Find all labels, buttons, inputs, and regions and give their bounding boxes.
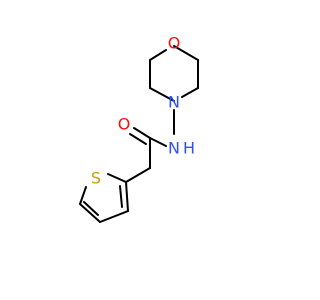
molecule-canvas: O N N H O S	[79, 33, 199, 223]
morpholine-oxygen-label: O	[168, 34, 181, 53]
amide-nitrogen-label: N	[168, 139, 180, 158]
amide-hydrogen-label: H	[183, 139, 195, 158]
thiophene-sulfur-label: S	[91, 169, 101, 188]
molecule-structure: O N N H O S	[79, 34, 199, 223]
atom-label-layer: O N N H O S	[91, 34, 195, 188]
bond-thio-c4-c5	[79, 203, 101, 223]
bond-thio-c3-c4	[99, 210, 129, 223]
bond-o-c1	[173, 45, 199, 61]
carbonyl-oxygen-label: O	[118, 115, 131, 134]
bond-thio-c5-s	[79, 186, 87, 205]
bond-c2-n	[181, 87, 199, 98]
bond-thio-c2-c3-inner	[119, 185, 123, 208]
bond-c-o-2	[129, 133, 147, 145]
bond-thio-c4-c5-inner	[83, 201, 99, 216]
bond-ch2-c2	[125, 167, 151, 183]
bond-nh-c	[149, 137, 167, 147]
morpholine-nitrogen-label: N	[168, 93, 180, 112]
bond-n-c3	[149, 87, 175, 102]
bond-layer	[79, 45, 199, 223]
bond-thio-c2-c3	[125, 181, 129, 212]
bond-c4-o	[149, 49, 167, 61]
bond-thio-s-c2	[107, 173, 127, 183]
bond-c-o-1	[133, 127, 151, 139]
